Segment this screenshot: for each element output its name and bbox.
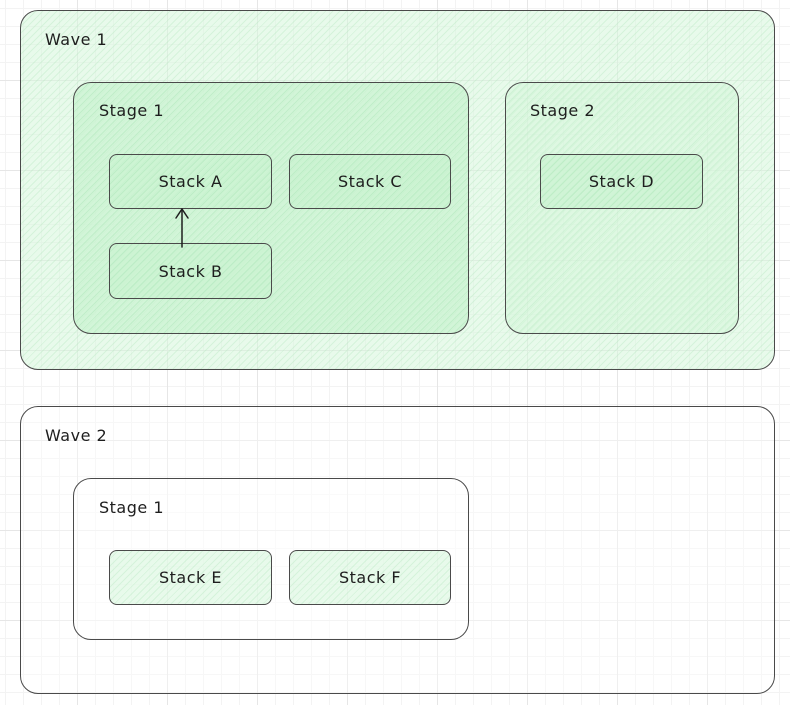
wave-2-label: Wave 2 — [45, 426, 108, 445]
stack-f-label: Stack F — [338, 568, 402, 587]
wave-2-stage-1-label: Stage 1 — [99, 498, 164, 517]
stack-f-node[interactable]: Stack F — [289, 550, 451, 605]
stack-d-label: Stack D — [588, 172, 655, 191]
stack-b-node[interactable]: Stack B — [109, 243, 272, 299]
dependency-arrow-b-to-a — [175, 208, 189, 248]
stack-b-label: Stack B — [158, 261, 223, 281]
stack-d-node[interactable]: Stack D — [540, 154, 703, 209]
stack-c-node[interactable]: Stack C — [289, 154, 451, 209]
wave-1-stage-2-label: Stage 2 — [530, 101, 595, 120]
wave-1-stage-1-label: Stage 1 — [99, 101, 164, 120]
stack-a-label: Stack A — [158, 172, 223, 191]
stack-e-node[interactable]: Stack E — [109, 550, 272, 605]
stack-a-node[interactable]: Stack A — [109, 154, 272, 209]
stack-c-label: Stack C — [337, 172, 403, 191]
wave-1-label: Wave 1 — [45, 30, 108, 49]
stack-e-label: Stack E — [159, 568, 222, 587]
